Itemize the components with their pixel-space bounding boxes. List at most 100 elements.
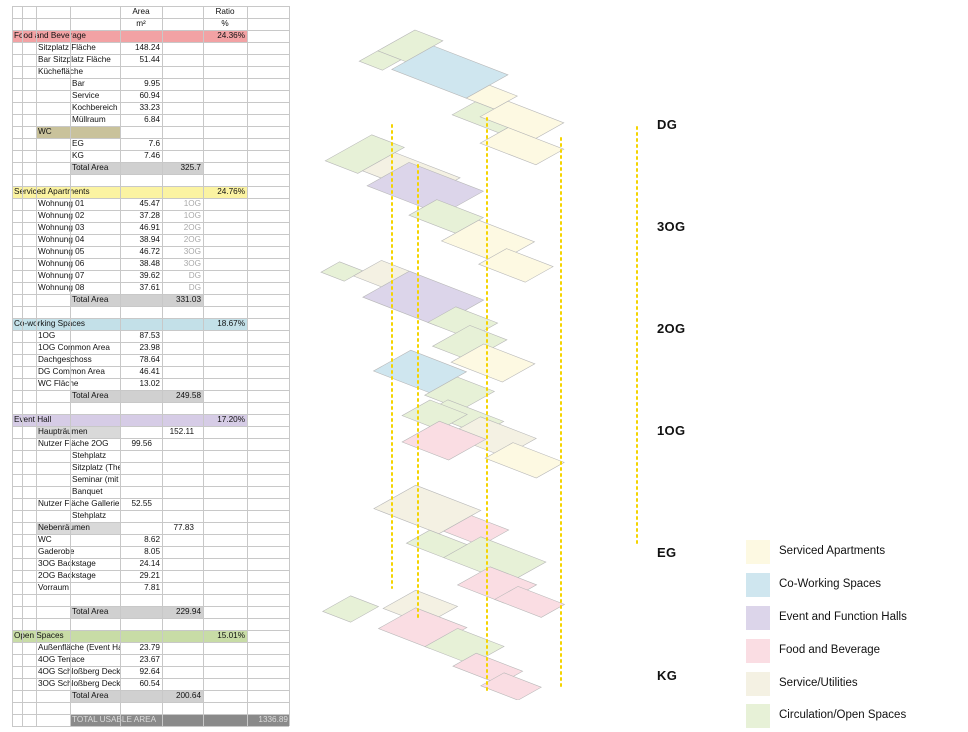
row-label: Küchefläche: [38, 67, 84, 76]
row-label: Wohnung 02: [38, 211, 85, 220]
grid-col-line: [12, 6, 13, 726]
row-label: 2OG Backstage: [38, 571, 96, 580]
total-shade: [70, 690, 203, 702]
row-value: 99.56: [131, 439, 153, 448]
legend-label: Serviced Apartments: [779, 545, 886, 557]
row-label: DG Common Area: [38, 367, 105, 376]
grid-row-line: [12, 270, 289, 271]
row-value: 46.72: [139, 247, 161, 256]
section-ratio: 24.76%: [217, 187, 245, 196]
floor-label-2og: 2OG: [657, 321, 686, 336]
grid-row-line: [12, 258, 289, 259]
row-label: Nebenräumen: [38, 523, 90, 532]
row-label: Bar: [72, 79, 85, 88]
grid-row-line: [12, 18, 289, 19]
grid-row-line: [12, 210, 289, 211]
row-label: Nutzer Fläche Gallerie: [38, 499, 120, 508]
row-label: Wohnung 01: [38, 199, 85, 208]
grid-row-line: [12, 630, 289, 631]
row-label: Müllraum: [72, 115, 106, 124]
row-level: 3OG: [183, 247, 201, 256]
row-label: Wohnung 07: [38, 271, 85, 280]
row-level: 3OG: [183, 259, 201, 268]
grid-row-line: [12, 498, 289, 499]
category-shade: [36, 126, 120, 138]
row-label: Haupträumen: [38, 427, 88, 436]
grid-row-line: [12, 162, 289, 163]
grid-row-line: [12, 702, 289, 703]
grid-row-line: [12, 102, 289, 103]
floor-plate-3og-block: [324, 134, 406, 174]
row-value: 46.41: [139, 367, 161, 376]
row-level: 1OG: [183, 211, 201, 220]
grid-row-line: [12, 618, 289, 619]
floor-label-3og: 3OG: [657, 219, 686, 234]
row-label: Dachgeschoss: [38, 355, 92, 364]
row-value: 23.79: [139, 643, 161, 652]
floor-plate-dg-block: [358, 50, 402, 71]
section-ratio: 15.01%: [217, 631, 245, 640]
total-value: 249.58: [175, 391, 201, 400]
total-label: Total Area: [72, 163, 109, 172]
grid-row-line: [12, 30, 289, 31]
row-value: 46.91: [139, 223, 161, 232]
grid-row-line: [12, 114, 289, 115]
row-label: Vorraum: [38, 583, 69, 592]
grid-row-line: [12, 150, 289, 151]
floor-plate-eg-block: [405, 529, 468, 558]
grid-row-line: [12, 138, 289, 139]
grid-row-line: [12, 558, 289, 559]
grid-row-line: [12, 342, 289, 343]
grid-row-line: [12, 186, 289, 187]
row-value: 51.44: [139, 55, 161, 64]
total-value: 331.03: [175, 295, 201, 304]
row-value: 78.64: [139, 355, 161, 364]
header-area: Area: [132, 7, 150, 16]
floor-plate-3og-block: [477, 248, 554, 283]
grid-row-line: [12, 330, 289, 331]
row-label: EG: [72, 139, 84, 148]
grid-row-line: [12, 594, 289, 595]
grid-row-line: [12, 450, 289, 451]
grid-row-line: [12, 54, 289, 55]
grid-row-line: [12, 666, 289, 667]
section-title: Event Hall: [14, 415, 52, 424]
grid-row-line: [12, 390, 289, 391]
row-label: Banquet: [72, 487, 103, 496]
header-area-unit: m²: [136, 19, 146, 28]
grid-row-line: [12, 78, 289, 79]
grid-col-line: [22, 6, 23, 726]
row-value: 33.23: [139, 103, 161, 112]
row-value: 87.53: [139, 331, 161, 340]
legend-label: Food and Beverage: [779, 644, 881, 656]
row-level: DG: [188, 283, 201, 292]
grid-row-line: [12, 378, 289, 379]
legend-label: Circulation/Open Spaces: [779, 709, 907, 721]
grid-row-line: [12, 126, 289, 127]
legend-swatch: [746, 704, 770, 728]
floor-plate-eg-block: [494, 586, 566, 618]
section-title: Open Spaces: [14, 631, 64, 640]
floor-plate-kg-block: [480, 672, 542, 700]
floor-plate-1og-lower-block: [401, 420, 487, 461]
grid-row-line: [12, 642, 289, 643]
grid-col-line: [162, 6, 163, 726]
grid-row-line: [12, 462, 289, 463]
section-title: Food and Beverage: [14, 31, 86, 40]
exploded-axonometric-diagram: [320, 29, 638, 700]
grid-row-line: [12, 306, 289, 307]
legend-swatch: [746, 672, 770, 696]
grid-row-line: [12, 426, 289, 427]
total-shade: [70, 294, 203, 306]
grid-col-line: [120, 6, 121, 726]
grid-row-line: [12, 282, 289, 283]
row-value: 39.62: [139, 271, 161, 280]
row-value: 148.24: [134, 43, 160, 52]
grid-col-line: [70, 6, 71, 726]
total-value: 200.64: [175, 691, 201, 700]
category-shade: [36, 522, 120, 534]
floor-plate-2og-block: [320, 261, 364, 282]
total-shade: [70, 162, 203, 174]
row-value: 38.48: [139, 259, 161, 268]
